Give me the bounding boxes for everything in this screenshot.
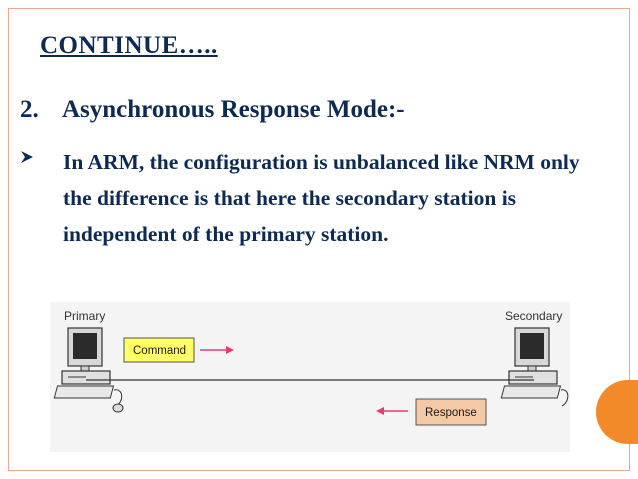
- response-box: [415, 398, 487, 426]
- heading-text: Asynchronous Response Mode:-: [62, 96, 405, 123]
- frame-left-line: [8, 8, 9, 471]
- heading-number: 2.: [20, 96, 39, 123]
- arm-diagram-svg: Primary Secondary: [53, 309, 569, 426]
- bullet-item: In ARM, the configuration is unbalanced …: [20, 144, 610, 252]
- response-arrow-icon: [376, 407, 408, 415]
- section-heading: 2. Asynchronous Response Mode:-: [20, 96, 405, 124]
- frame-top-line: [8, 8, 630, 9]
- command-arrow-icon: [200, 346, 234, 354]
- primary-label: Primary: [64, 309, 105, 323]
- primary-computer-icon: [53, 327, 124, 413]
- bullet-text: In ARM, the configuration is unbalanced …: [63, 150, 580, 246]
- frame-bottom-line: [8, 470, 630, 471]
- arrow-bullet-icon: [21, 151, 33, 163]
- arm-diagram: Primary Secondary: [50, 302, 570, 452]
- frame-right-line: [629, 8, 630, 471]
- secondary-label: Secondary: [505, 309, 562, 323]
- slide-title: CONTINUE…..: [40, 32, 218, 59]
- command-label: Command: [133, 345, 186, 357]
- secondary-computer-icon: [500, 327, 569, 407]
- response-label: Response: [425, 407, 477, 419]
- command-box: [123, 337, 195, 363]
